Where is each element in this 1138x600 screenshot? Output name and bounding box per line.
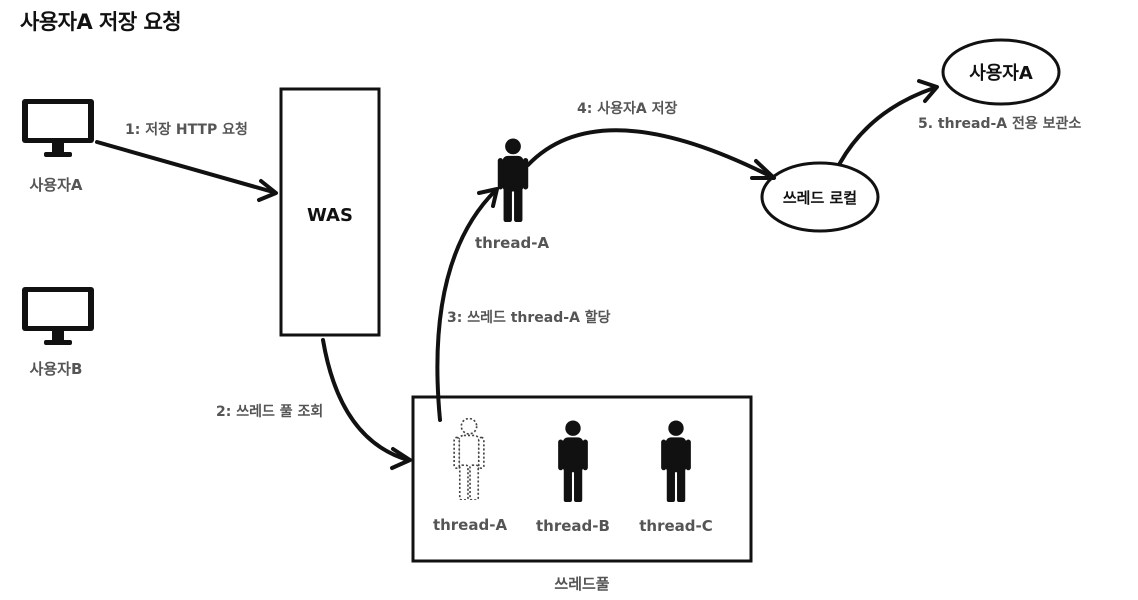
arrow-store-head xyxy=(917,79,939,103)
thread-local-ellipse xyxy=(760,161,880,233)
arrow-store xyxy=(838,86,936,165)
step-3-label: 3: 쓰레드 thread-A 할당 xyxy=(447,309,611,326)
was-box xyxy=(279,87,381,337)
arrow-save xyxy=(526,128,774,179)
pool-thread-a-label: thread-A xyxy=(433,516,508,534)
user-b-monitor-icon xyxy=(22,287,94,345)
step-5-label: 5. thread-A 전용 보관소 xyxy=(918,115,1081,132)
pool-thread-c-label: thread-C xyxy=(639,517,713,535)
active-thread-a-label: thread-A xyxy=(475,234,550,252)
active-thread-a-person-icon xyxy=(497,138,529,222)
user-a-label: 사용자A xyxy=(29,176,82,194)
pool-thread-b-label: thread-B xyxy=(536,517,610,535)
page-title: 사용자A 저장 요청 xyxy=(20,10,182,34)
stored-user-ellipse xyxy=(941,38,1061,106)
user-a-monitor-icon xyxy=(22,99,94,157)
step-1-label: 1: 저장 HTTP 요청 xyxy=(125,121,248,138)
stored-user-label: 사용자A xyxy=(969,63,1033,84)
user-b-label: 사용자B xyxy=(30,360,83,378)
thread-pool-label: 쓰레드풀 xyxy=(554,575,609,593)
step-4-label: 4: 사용자A 저장 xyxy=(577,100,677,117)
arrow-assign-head xyxy=(477,187,499,208)
step-2-label: 2: 쓰레드 풀 조회 xyxy=(216,404,323,420)
arrow-assign xyxy=(435,188,498,422)
arrow-request-head xyxy=(257,179,278,202)
arrow-pool-lookup-head xyxy=(390,447,412,470)
thread-local-label: 쓰레드 로컬 xyxy=(783,189,857,207)
arrow-save-head xyxy=(750,159,776,180)
was-label: WAS xyxy=(307,205,353,226)
arrow-pool-lookup xyxy=(321,338,410,462)
arrow-request xyxy=(95,140,275,194)
